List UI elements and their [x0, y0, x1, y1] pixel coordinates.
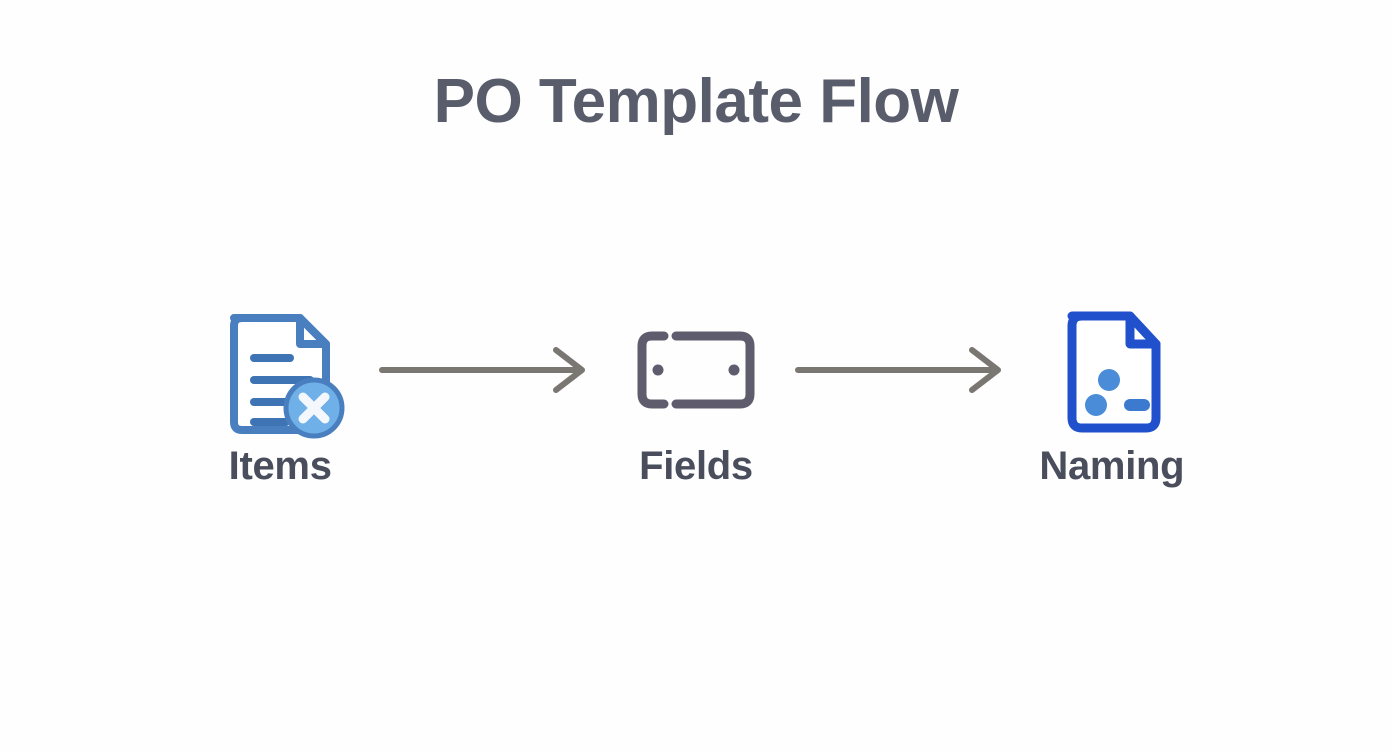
- flow-arrow-2: [780, 300, 1028, 440]
- process-flow: Items Fields: [196, 300, 1196, 520]
- document-tags-icon: [1042, 300, 1182, 440]
- flow-step-naming[interactable]: Naming: [1028, 300, 1196, 486]
- flow-step-fields[interactable]: Fields: [612, 300, 780, 486]
- flow-step-items[interactable]: Items: [196, 300, 364, 486]
- flow-step-label-fields: Fields: [639, 444, 753, 488]
- form-field-icon: [626, 300, 766, 440]
- page-title: PO Template Flow: [433, 67, 959, 136]
- flow-step-label-items: Items: [228, 444, 332, 488]
- flow-step-label-naming: Naming: [1039, 444, 1185, 488]
- flow-arrow-1: [364, 300, 612, 440]
- document-lines-remove-icon: [210, 300, 350, 440]
